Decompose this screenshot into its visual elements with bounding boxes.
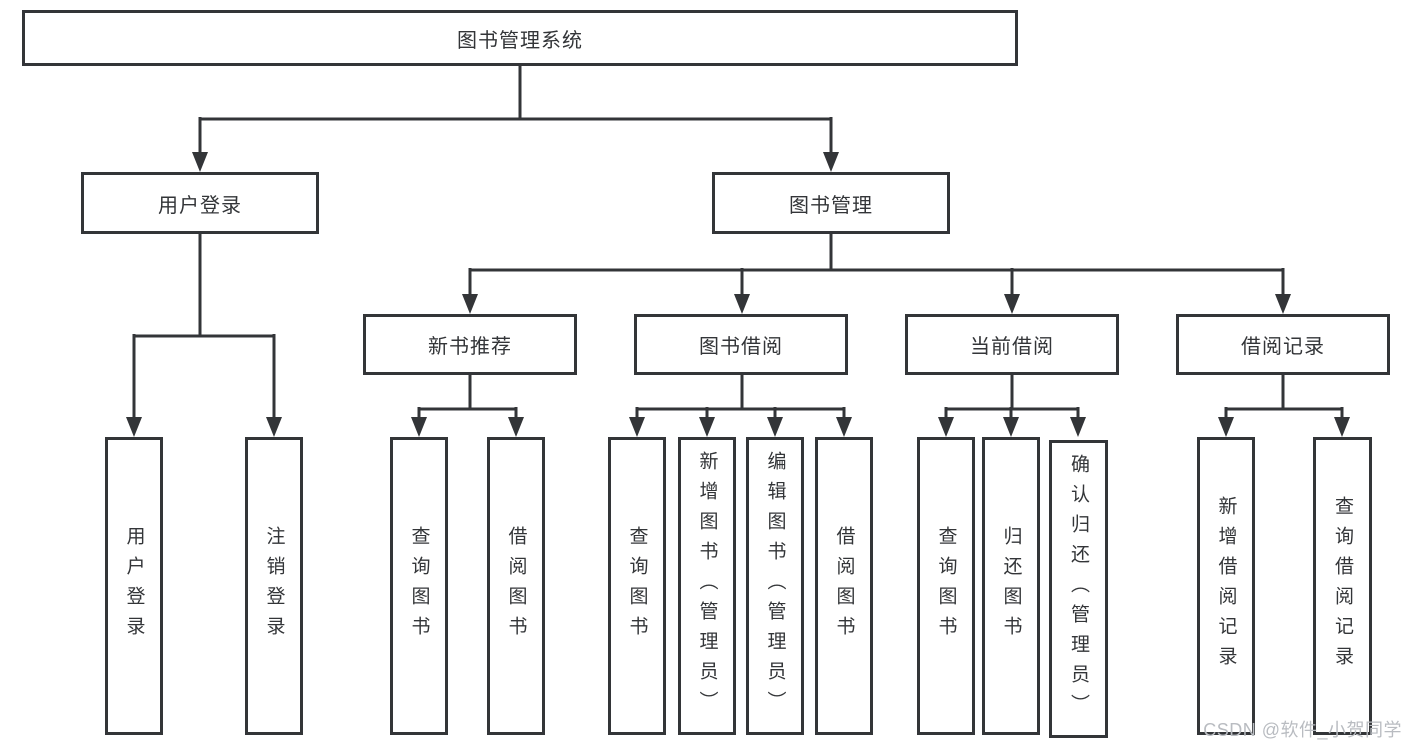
leaf-logout: 注销登录 <box>245 437 303 735</box>
leaf-records-query-borrow-record: 查询借阅记录 <box>1313 437 1372 735</box>
leaf-current-return-books: 归还图书 <box>982 437 1040 735</box>
node-library-management-system: 图书管理系统 <box>22 10 1018 66</box>
leaf-borrow-query-books: 查询图书 <box>608 437 666 735</box>
node-book-management: 图书管理 <box>712 172 950 234</box>
node-new-book-recommendation: 新书推荐 <box>363 314 577 375</box>
leaf-records-add-borrow-record: 新增借阅记录 <box>1197 437 1255 735</box>
leaf-borrow-borrow-books: 借阅图书 <box>815 437 873 735</box>
arrowhead-icons <box>126 152 1350 437</box>
node-borrowing-records: 借阅记录 <box>1176 314 1390 375</box>
leaf-current-query-books: 查询图书 <box>917 437 975 735</box>
node-user-login: 用户登录 <box>81 172 319 234</box>
leaf-user-login: 用户登录 <box>105 437 163 735</box>
leaf-borrow-add-books-admin: 新增图书（管理员） <box>678 437 736 735</box>
node-current-borrowing: 当前借阅 <box>905 314 1119 375</box>
leaf-rec-borrow-books: 借阅图书 <box>487 437 545 735</box>
leaf-borrow-edit-books-admin: 编辑图书（管理员） <box>746 437 804 735</box>
leaf-rec-query-books: 查询图书 <box>390 437 448 735</box>
leaf-current-confirm-return-admin: 确认归还（管理员） <box>1049 440 1108 738</box>
node-book-borrowing: 图书借阅 <box>634 314 848 375</box>
csdn-watermark: CSDN @软件_小贺同学 <box>1203 720 1402 740</box>
